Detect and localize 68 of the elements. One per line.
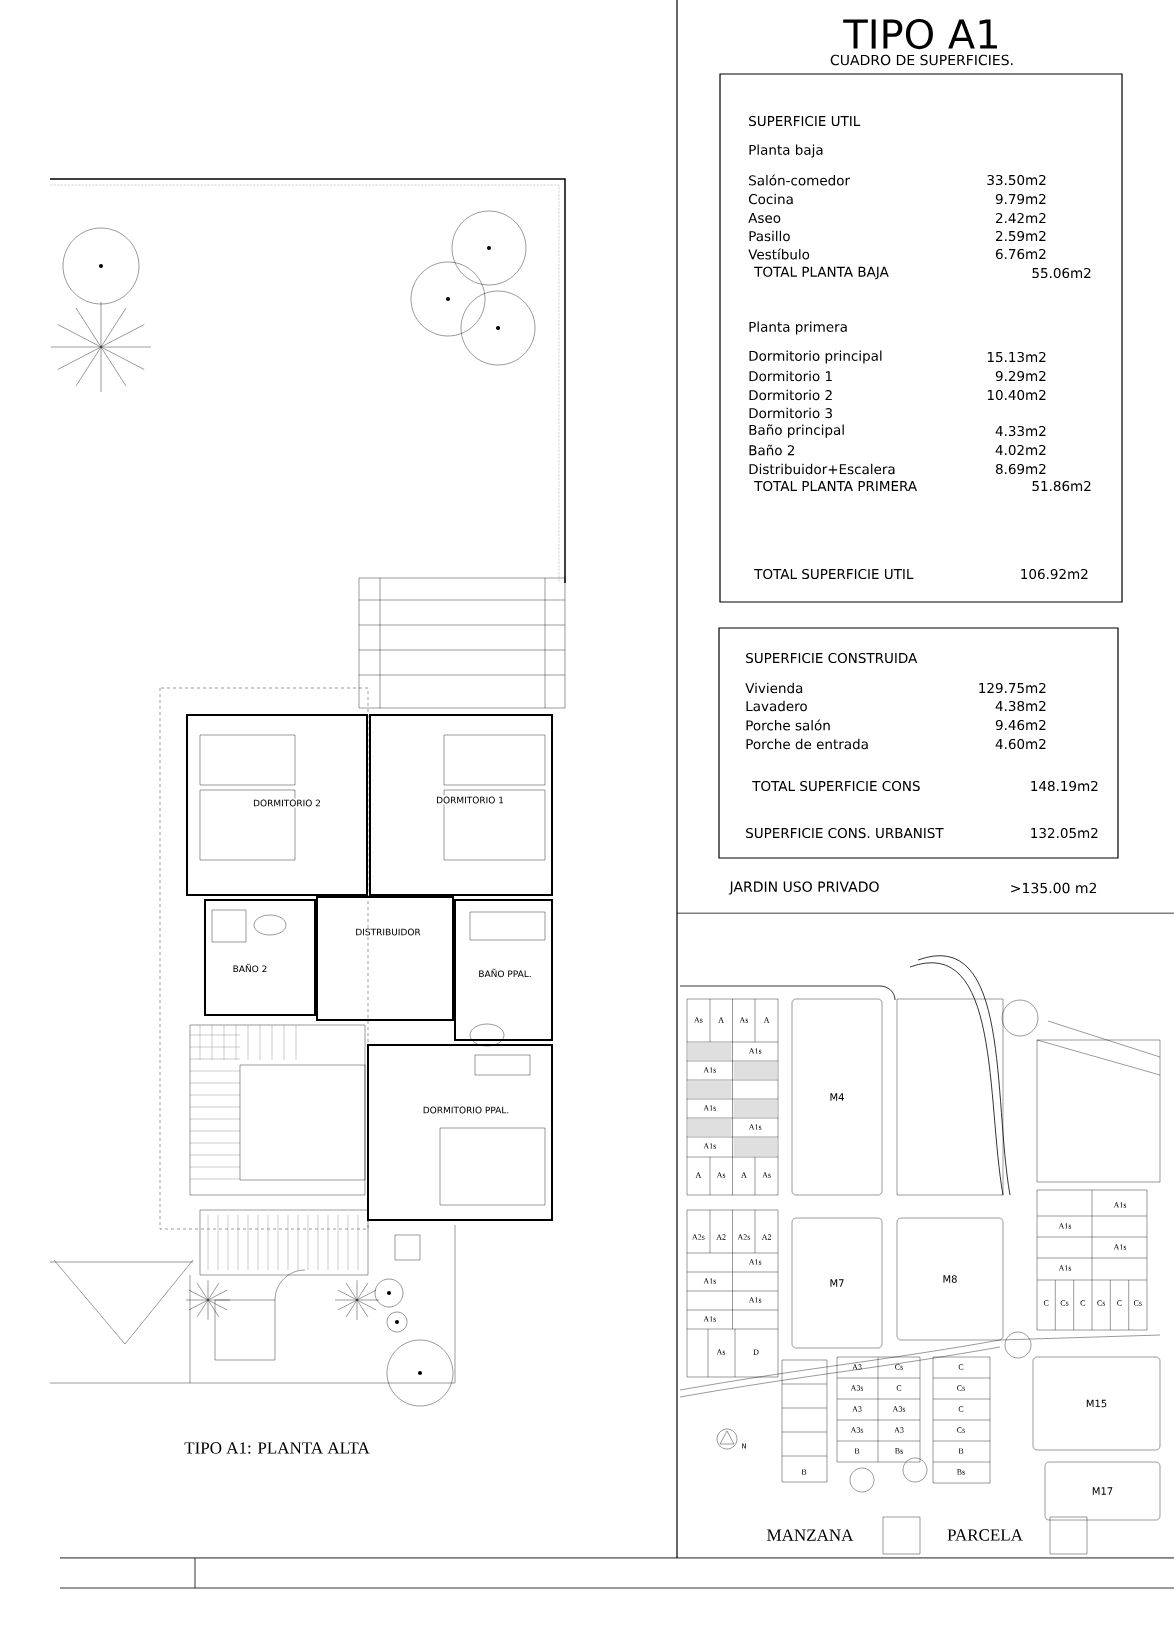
parcel-label: A1s [748,1048,762,1054]
parcel-label: C [1080,1300,1086,1306]
room: DORMITORIO 1 [369,714,553,896]
parcel-label: A1s [1113,1244,1127,1250]
parcel-label: As [694,1017,703,1023]
parcel-label: Cs [1060,1300,1069,1306]
caption: TIPO A1: PLANTA ALTA [184,1442,370,1454]
garden-note: JARDIN USO PRIVADO [728,881,879,895]
parcel-label: C [958,1364,964,1370]
parcel-label: C [896,1385,902,1391]
city-block: M8 [896,1217,1004,1341]
parcel-label: As [739,1017,749,1023]
parcel-label: A3 [852,1364,862,1370]
city-block: M7 [791,1217,883,1349]
room: DORMITORIO PPAL. [367,1044,553,1221]
parcel-label: Cs [895,1364,903,1370]
parcel-label: A [695,1172,702,1178]
caption: MANZANA [767,1529,854,1541]
parcel-label: A1s [748,1297,762,1303]
parcel-label: B [854,1448,860,1454]
parcel-label: A [763,1017,770,1023]
parcel-label: A2s [737,1234,751,1240]
parcel-label: D [753,1349,759,1355]
parcel-label: Cs [1097,1300,1106,1306]
parcel-label: As [762,1172,771,1178]
parcel-label: C [1043,1300,1049,1306]
parcel-label: A1s [748,1124,762,1130]
parcel-label: B [958,1448,964,1454]
parcel-label: A [718,1017,724,1023]
city-block: M4 [791,998,883,1196]
parcel-label: Bs [895,1448,903,1454]
parcel-label: A3 [852,1406,862,1412]
area-value: >135.00 m2 [1011,882,1097,894]
parcel-label: A1s [1058,1223,1072,1229]
room: DORMITORIO 2 [186,714,368,896]
caption: PARCELA [947,1529,1023,1541]
parcel-label: As [716,1172,726,1178]
parcel-label: B [801,1469,807,1475]
parcel-label: A2s [692,1234,705,1240]
parcel-label: A1s [703,1067,716,1073]
parcel-label: C [1117,1300,1122,1306]
parcel-label: Bs [957,1469,965,1475]
parcel-label: As [716,1349,726,1355]
table-box: SUPERFICIE CONSTRUIDA Vivienda 129.75m2 Lavadero 4.38m2 Porche salón 9.46m2 Porche de entrada 4.60m2 TOTAL SUPERFICIE CONS 148.19m2 SUPERFICIE CONS. URBANIST 132.05m2 [718,627,1119,859]
parcel-label: Cs [957,1427,965,1433]
parcel-label: A1s [703,1316,716,1322]
parcel-label: A [741,1172,747,1178]
parcel-label: A1s [1113,1202,1127,1208]
city-block: M17 [1044,1461,1161,1521]
room: DISTRIBUIDOR [316,896,454,1021]
parcel-label: A1s [1058,1265,1072,1271]
city-block: M15 [1032,1356,1161,1451]
parcel-label: A1s [703,1105,716,1111]
parcel-label: Cs [957,1385,965,1391]
parcel-label: A1s [703,1278,716,1284]
parcel-label: Cs [1133,1300,1142,1306]
table-box: SUPERFICIE UTIL Planta baja Salón-comedor 33.50m2 Cocina 9.79m2 Aseo 2.42m2 Pasillo 2.59m2 Vestíbulo 6.76m2 TOTAL PLANTA BAJA 55.06m2 Planta primera Dormitorio principal 15.13m2 Dormitorio 1 9.29m2 Dormitorio 2 10.40m2 Dormitorio 3 Baño principal 4.33m2 Baño 2 4.02m2 Distribuidor+Escalera 8.69m2 TOTAL PLANTA PRIMERA 51.86m2 TOTAL SUPERFICIE UTIL 106.92m2 [719,73,1123,603]
parcel-label: A3s [850,1385,864,1391]
parcel-label: A2 [716,1234,726,1240]
parcel-label: A3 [894,1427,904,1433]
room: BAÑO 2 [204,899,316,1016]
parcel-label: A1s [703,1143,716,1149]
parcel-label: A2 [761,1234,772,1240]
parcel-label: A1s [748,1259,762,1265]
parcel-label: A3s [850,1427,864,1433]
parcel-label: A3s [892,1406,906,1412]
room: BAÑO PPAL. [454,899,553,1041]
parcel-label: C [958,1406,964,1412]
